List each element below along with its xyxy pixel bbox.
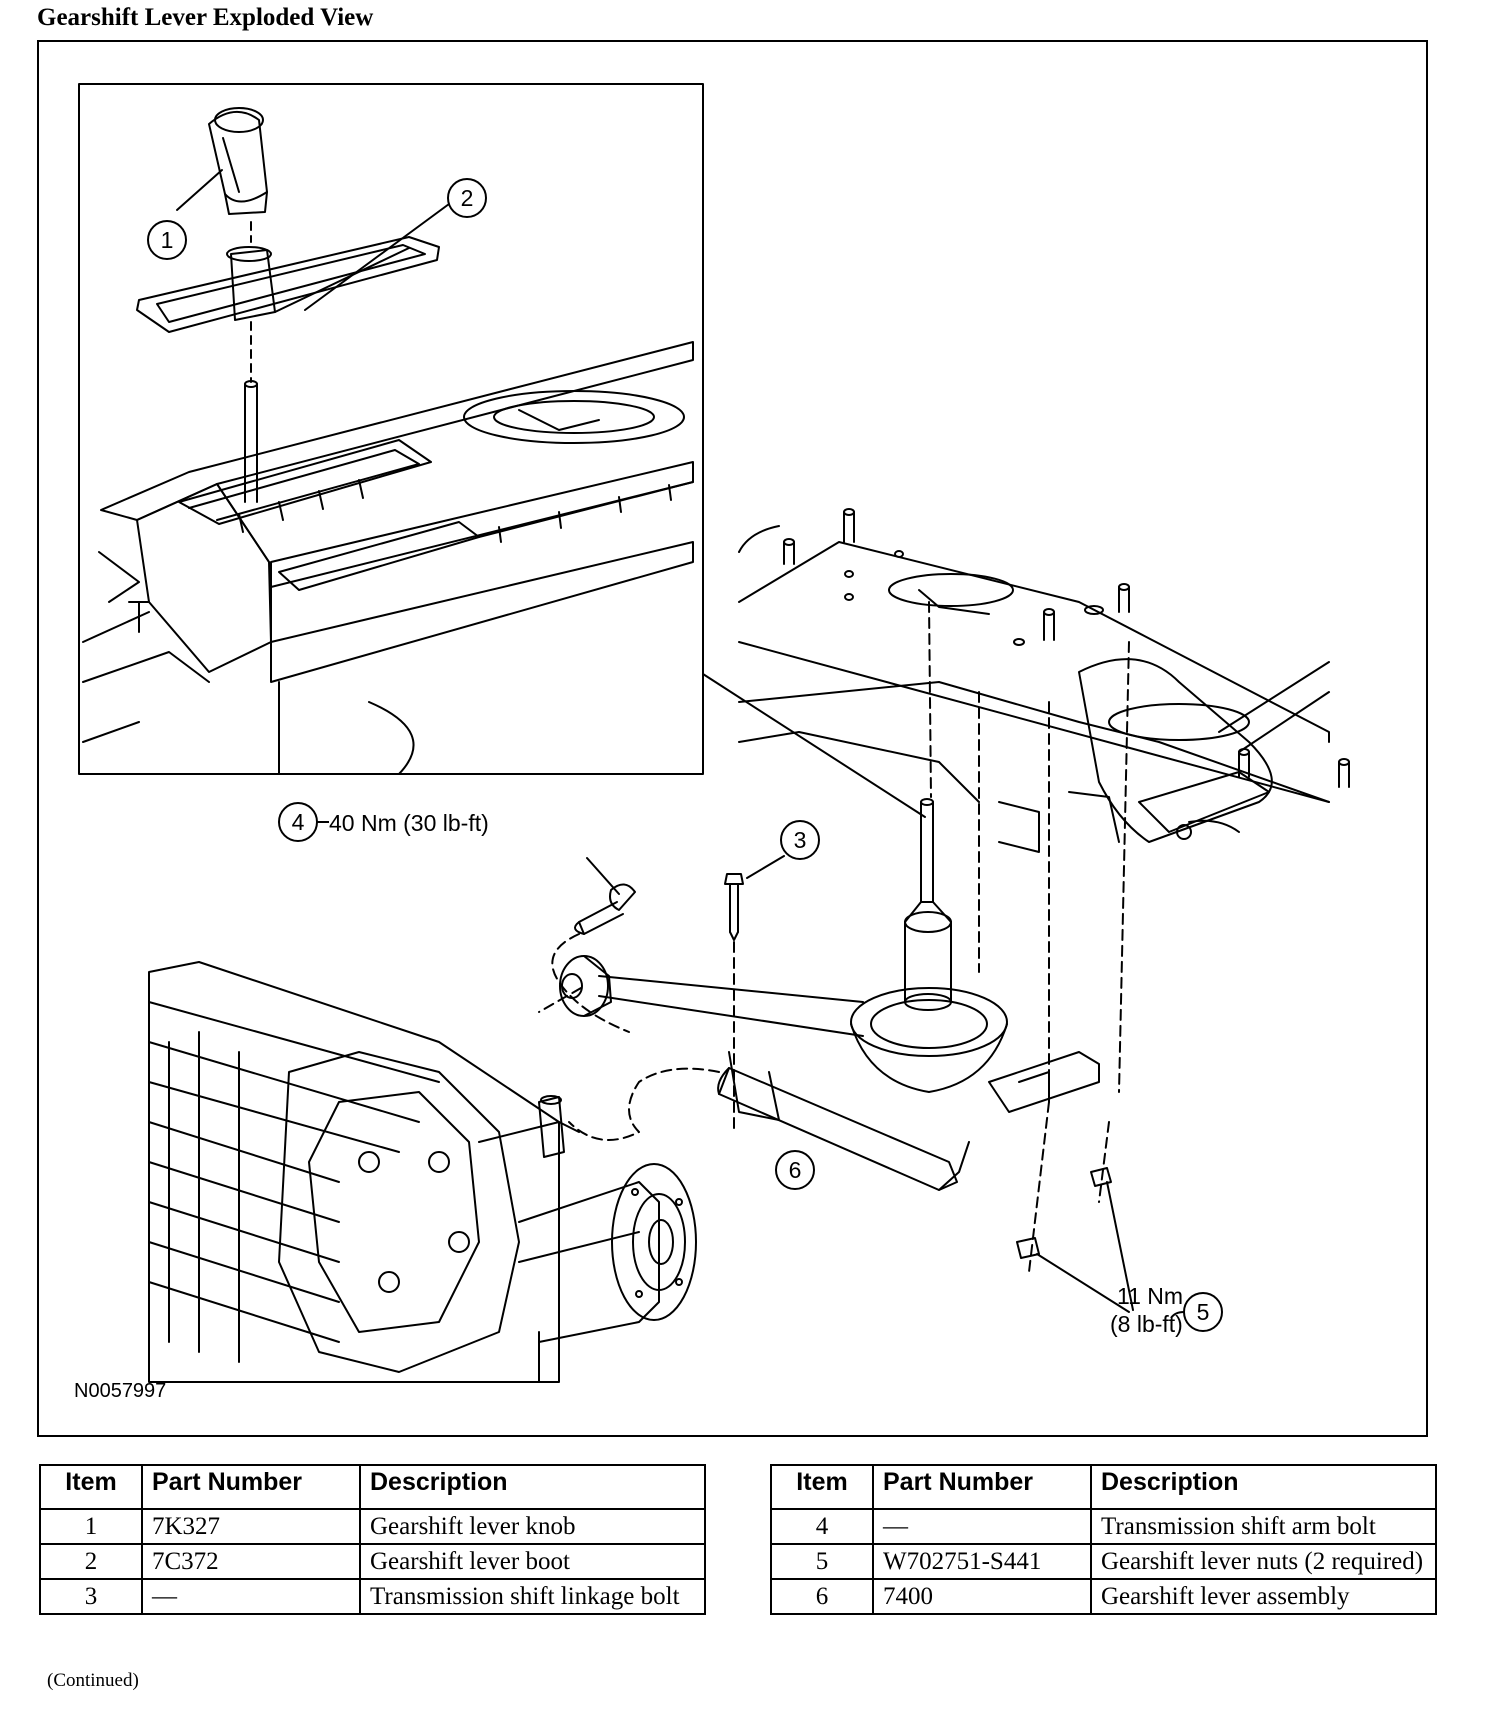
description: Transmission shift arm bolt [1090,1508,1437,1545]
parts-table-right: Item Part Number Description 4 — Transmi… [770,1464,1437,1615]
floor-pan-drawing [738,508,1350,853]
exploded-view-figure: 1 2 3 4 5 6 40 Nm (30 lb-ft) 11 Nm (8 lb… [37,40,1428,1437]
item-number: 3 [39,1578,143,1615]
column-header-description: Description [359,1464,706,1510]
callout-1-label: 1 [161,227,174,253]
table-header-row: Item Part Number Description [39,1464,706,1510]
torque-spec-item-5-lbft: (8 lb-ft) [1110,1311,1183,1337]
part-number: — [141,1578,361,1615]
table-row: 4 — Transmission shift arm bolt [770,1508,1437,1545]
gearshift-lever-assembly-drawing [559,798,1100,1191]
part-number: 7K327 [141,1508,361,1545]
part-number: — [872,1508,1092,1545]
column-header-part-number: Part Number [141,1464,361,1510]
description: Transmission shift linkage bolt [359,1578,706,1615]
description: Gearshift lever nuts (2 required) [1090,1543,1437,1580]
shift-arm-bolt-drawing [538,857,636,1033]
callout-6-label: 6 [789,1157,802,1183]
figure-id: N0057997 [74,1380,166,1402]
column-header-item: Item [39,1464,143,1510]
item-number: 1 [39,1508,143,1545]
gearshift-boot-drawing [136,236,440,333]
column-header-part-number: Part Number [872,1464,1092,1510]
detail-inset-frame [78,83,704,775]
table-row: 3 — Transmission shift linkage bolt [39,1578,706,1615]
callout-2-label: 2 [461,185,474,211]
gearshift-lever-nuts-drawing [1016,1167,1134,1313]
callout-3 [780,820,820,860]
torque-spec-item-4: 40 Nm (30 lb-ft) [329,810,489,836]
item-number: 5 [770,1543,874,1580]
table-header-row: Item Part Number Description [770,1464,1437,1510]
callout-3-label: 3 [794,827,807,853]
torque-spec-item-5-nm: 11 Nm [1117,1283,1183,1309]
callout-5-label: 5 [1197,1299,1210,1325]
column-header-description: Description [1090,1464,1437,1510]
shift-linkage-bolt-drawing [724,855,785,1133]
gearshift-knob-drawing [208,107,268,215]
continued-note: (Continued) [47,1670,139,1691]
item-number: 2 [39,1543,143,1580]
item-number: 4 [770,1508,874,1545]
exploded-view-drawing: 1 2 3 4 5 6 40 Nm (30 lb-ft) 11 Nm (8 lb… [74,83,1350,1402]
part-number: W702751-S441 [872,1543,1092,1580]
callout-4-label: 4 [292,809,305,835]
description: Gearshift lever boot [359,1543,706,1580]
callout-1 [147,220,187,260]
table-row: 1 7K327 Gearshift lever knob [39,1508,706,1545]
description: Gearshift lever assembly [1090,1578,1437,1615]
column-header-item: Item [770,1464,874,1510]
table-row: 6 7400 Gearshift lever assembly [770,1578,1437,1615]
parts-table-left: Item Part Number Description 1 7K327 Gea… [39,1464,706,1615]
console-illustration [82,341,694,775]
page-title: Gearshift Lever Exploded View [37,4,374,31]
table-row: 2 7C372 Gearshift lever boot [39,1543,706,1580]
transmission-drawing [148,961,697,1383]
table-row: 5 W702751-S441 Gearshift lever nuts (2 r… [770,1543,1437,1580]
callout-2 [447,178,487,218]
part-number: 7400 [872,1578,1092,1615]
item-number: 6 [770,1578,874,1615]
callout-6 [775,1150,815,1190]
part-number: 7C372 [141,1543,361,1580]
description: Gearshift lever knob [359,1508,706,1545]
